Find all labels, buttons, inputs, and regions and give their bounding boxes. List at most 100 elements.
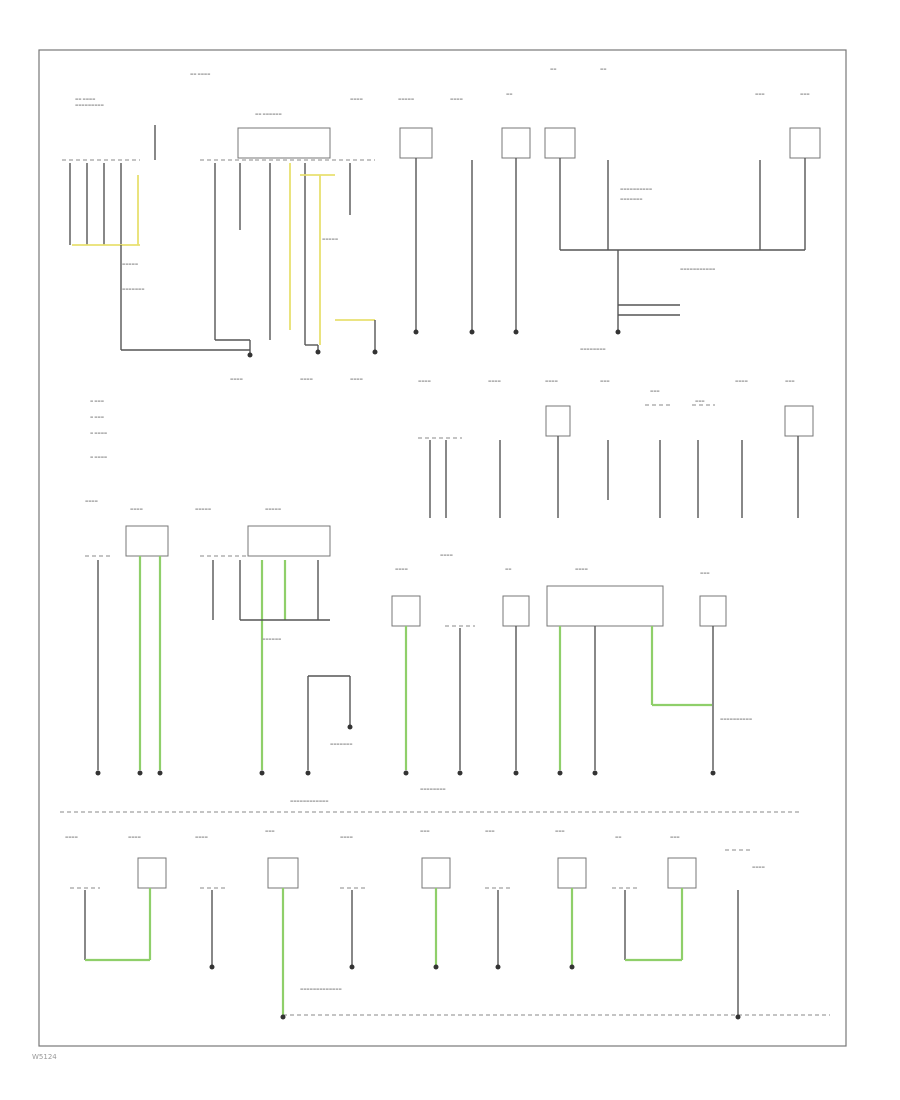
svg-text:▬▬▬▬▬: ▬▬▬▬▬ <box>322 237 338 241</box>
ground-point <box>305 770 311 776</box>
svg-text:▬▬▬▬: ▬▬▬▬ <box>350 97 363 101</box>
svg-text:▬▬▬▬▬▬▬▬▬▬: ▬▬▬▬▬▬▬▬▬▬ <box>720 717 752 721</box>
row-2-components: ▬▬▬▬ ▬▬▬▬ ▬▬▬▬ ▬▬▬ ▬▬▬ ▬▬▬ ▬▬▬▬ ▬▬▬ <box>418 379 814 518</box>
component-box <box>137 857 167 889</box>
svg-text:▬▬▬▬: ▬▬▬▬ <box>450 97 463 101</box>
ground-point <box>469 329 475 335</box>
svg-text:▬▬▬: ▬▬▬ <box>785 379 795 383</box>
component-box <box>784 405 814 437</box>
component-box <box>247 525 331 557</box>
svg-text:▬▬▬▬: ▬▬▬▬ <box>230 377 243 381</box>
ground-point <box>349 964 355 970</box>
svg-text:▬▬▬: ▬▬▬ <box>650 389 660 393</box>
svg-text:▬▬▬: ▬▬▬ <box>695 399 705 403</box>
ground-point <box>259 770 265 776</box>
component-box <box>502 595 530 627</box>
diagram-code: W5124 <box>32 1053 57 1061</box>
ground-point <box>280 1014 286 1020</box>
svg-text:▬▬▬▬▬: ▬▬▬▬▬ <box>265 507 281 511</box>
row-1-components <box>62 125 821 358</box>
svg-text:▬▬▬▬: ▬▬▬▬ <box>65 835 78 839</box>
component-box <box>421 857 451 889</box>
svg-text:▬▬▬▬▬▬▬▬▬▬▬▬▬: ▬▬▬▬▬▬▬▬▬▬▬▬▬ <box>300 987 342 991</box>
svg-text:▬▬: ▬▬ <box>505 567 511 571</box>
ground-point <box>247 352 253 358</box>
svg-text:▬ ▬▬▬: ▬ ▬▬▬ <box>90 399 104 403</box>
svg-text:▬▬▬▬▬▬▬▬: ▬▬▬▬▬▬▬▬ <box>580 347 606 351</box>
svg-text:▬▬▬▬: ▬▬▬▬ <box>488 379 501 383</box>
component-box <box>789 127 821 159</box>
svg-text:▬▬▬▬: ▬▬▬▬ <box>418 379 431 383</box>
svg-text:▬▬ ▬▬▬▬▬▬: ▬▬ ▬▬▬▬▬▬ <box>255 112 282 116</box>
svg-text:▬▬▬▬▬▬: ▬▬▬▬▬▬ <box>262 637 281 641</box>
svg-text:▬ ▬▬▬: ▬ ▬▬▬ <box>90 415 104 419</box>
svg-text:▬▬▬: ▬▬▬ <box>700 571 710 575</box>
svg-text:▬▬▬: ▬▬▬ <box>800 92 810 96</box>
ground-point <box>457 770 463 776</box>
svg-text:▬▬▬▬: ▬▬▬▬ <box>300 377 313 381</box>
ground-point <box>315 349 321 355</box>
svg-text:▬▬▬▬▬: ▬▬▬▬▬ <box>398 97 414 101</box>
svg-text:▬▬ ▬▬▬▬: ▬▬ ▬▬▬▬ <box>75 97 95 101</box>
svg-text:▬▬▬: ▬▬▬ <box>265 829 275 833</box>
ground-point <box>403 770 409 776</box>
ground-point <box>735 1014 741 1020</box>
svg-text:▬▬▬▬: ▬▬▬▬ <box>395 567 408 571</box>
component-box <box>125 525 169 557</box>
ground-point <box>209 964 215 970</box>
svg-text:▬▬▬▬▬: ▬▬▬▬▬ <box>195 507 211 511</box>
svg-text:▬▬▬: ▬▬▬ <box>420 829 430 833</box>
svg-text:▬▬: ▬▬ <box>506 92 512 96</box>
svg-text:▬▬▬▬: ▬▬▬▬ <box>130 507 143 511</box>
svg-text:▬▬▬: ▬▬▬ <box>600 379 610 383</box>
ground-point <box>592 770 598 776</box>
svg-text:▬▬▬▬: ▬▬▬▬ <box>545 379 558 383</box>
svg-text:▬▬: ▬▬ <box>550 67 556 71</box>
ground-point <box>347 724 353 730</box>
svg-text:▬▬▬▬▬▬▬: ▬▬▬▬▬▬▬ <box>122 287 144 291</box>
component-box <box>237 127 331 159</box>
component-box <box>399 127 433 159</box>
ground-point <box>495 964 501 970</box>
svg-text:▬▬▬▬▬▬▬▬▬▬: ▬▬▬▬▬▬▬▬▬▬ <box>620 187 652 191</box>
ground-point <box>137 770 143 776</box>
svg-text:▬▬ ▬▬▬▬: ▬▬ ▬▬▬▬ <box>190 72 210 76</box>
component-box <box>545 405 571 437</box>
ground-point <box>569 964 575 970</box>
ground-point <box>615 329 621 335</box>
svg-text:▬▬▬▬▬: ▬▬▬▬▬ <box>122 262 138 266</box>
ground-point <box>433 964 439 970</box>
component-box <box>667 857 697 889</box>
svg-text:▬▬▬▬: ▬▬▬▬ <box>340 835 353 839</box>
svg-text:▬▬: ▬▬ <box>600 67 606 71</box>
svg-text:▬▬▬▬: ▬▬▬▬ <box>735 379 748 383</box>
svg-text:▬▬▬▬▬▬▬: ▬▬▬▬▬▬▬ <box>330 742 352 746</box>
row-3-components: ▬▬▬▬ ▬▬▬▬ ▬▬▬▬▬ ▬▬▬▬▬ ▬▬▬▬▬▬ ▬▬▬▬▬▬▬ ▬▬▬… <box>85 499 752 791</box>
svg-text:▬▬▬: ▬▬▬ <box>555 829 565 833</box>
svg-text:▬▬▬▬: ▬▬▬▬ <box>350 377 363 381</box>
svg-text:▬▬▬: ▬▬▬ <box>485 829 495 833</box>
component-box <box>391 595 421 627</box>
ground-point <box>557 770 563 776</box>
component-box <box>557 857 587 889</box>
svg-text:▬▬▬▬: ▬▬▬▬ <box>440 553 453 557</box>
ground-point <box>513 329 519 335</box>
svg-text:▬▬▬▬: ▬▬▬▬ <box>752 865 765 869</box>
legend: ▬ ▬▬▬ ▬ ▬▬▬ ▬ ▬▬▬▬ ▬ ▬▬▬▬ <box>90 399 107 459</box>
svg-text:▬ ▬▬▬▬: ▬ ▬▬▬▬ <box>90 431 107 435</box>
svg-text:▬ ▬▬▬▬: ▬ ▬▬▬▬ <box>90 455 107 459</box>
component-box <box>699 595 727 627</box>
svg-text:▬▬▬▬▬▬▬▬▬▬▬▬: ▬▬▬▬▬▬▬▬▬▬▬▬ <box>290 799 328 803</box>
svg-text:▬▬▬: ▬▬▬ <box>755 92 765 96</box>
ground-point <box>157 770 163 776</box>
ground-point <box>513 770 519 776</box>
svg-text:▬▬▬▬: ▬▬▬▬ <box>128 835 141 839</box>
svg-text:▬▬▬▬▬▬▬▬▬▬▬: ▬▬▬▬▬▬▬▬▬▬▬ <box>680 267 715 271</box>
svg-text:▬▬▬▬: ▬▬▬▬ <box>575 567 588 571</box>
svg-text:▬▬▬▬: ▬▬▬▬ <box>195 835 208 839</box>
component-box <box>501 127 531 159</box>
ground-point <box>710 770 716 776</box>
row-4-components: ▬▬▬▬▬▬▬▬▬▬▬▬ ▬▬▬▬ ▬▬▬▬ ▬▬▬▬ ▬▬▬ ▬▬▬▬ ▬▬▬… <box>60 799 830 1020</box>
ground-point <box>95 770 101 776</box>
